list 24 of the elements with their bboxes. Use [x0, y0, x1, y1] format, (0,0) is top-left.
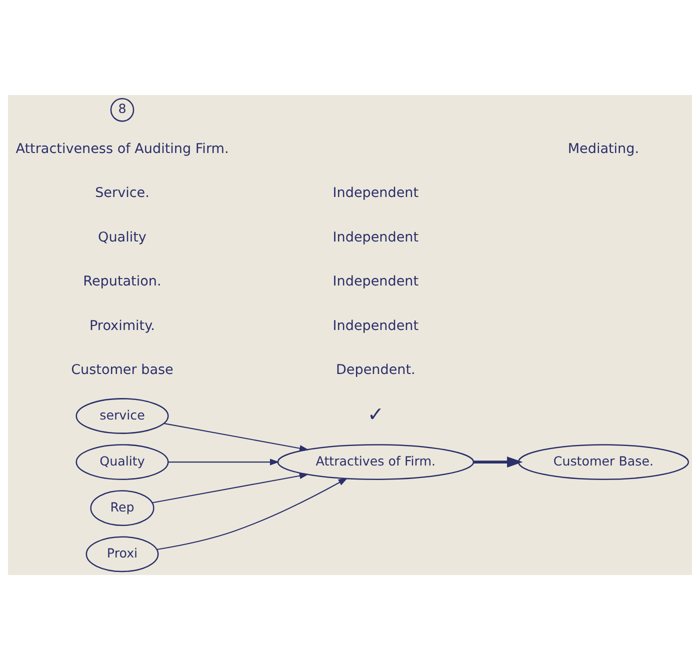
node-ellipse: service	[76, 398, 169, 434]
label: Service.	[95, 185, 150, 202]
arrow	[156, 478, 348, 550]
arrow	[152, 472, 309, 504]
arrow	[473, 456, 523, 468]
label: Independent	[332, 318, 419, 334]
label: Dependent.	[336, 362, 416, 378]
arrow	[164, 422, 309, 452]
label: Reputation.	[83, 274, 162, 290]
label: ✓	[367, 403, 384, 426]
label: Quality	[98, 229, 146, 246]
node-circle: 8	[110, 98, 134, 122]
label: Independent	[332, 229, 419, 246]
label: Proximity.	[90, 318, 155, 334]
node-ellipse: Quality	[76, 444, 169, 480]
label: Independent	[332, 274, 419, 290]
label: Independent	[332, 185, 419, 202]
label: Mediating.	[568, 140, 640, 157]
node-ellipse: Proxi	[86, 536, 159, 572]
node-ellipse: Customer Base.	[518, 444, 690, 480]
label: Customer base	[71, 362, 174, 378]
arrow	[168, 458, 280, 466]
node-ellipse: Rep	[90, 490, 154, 526]
label: Attractiveness of Auditing Firm.	[16, 140, 229, 157]
